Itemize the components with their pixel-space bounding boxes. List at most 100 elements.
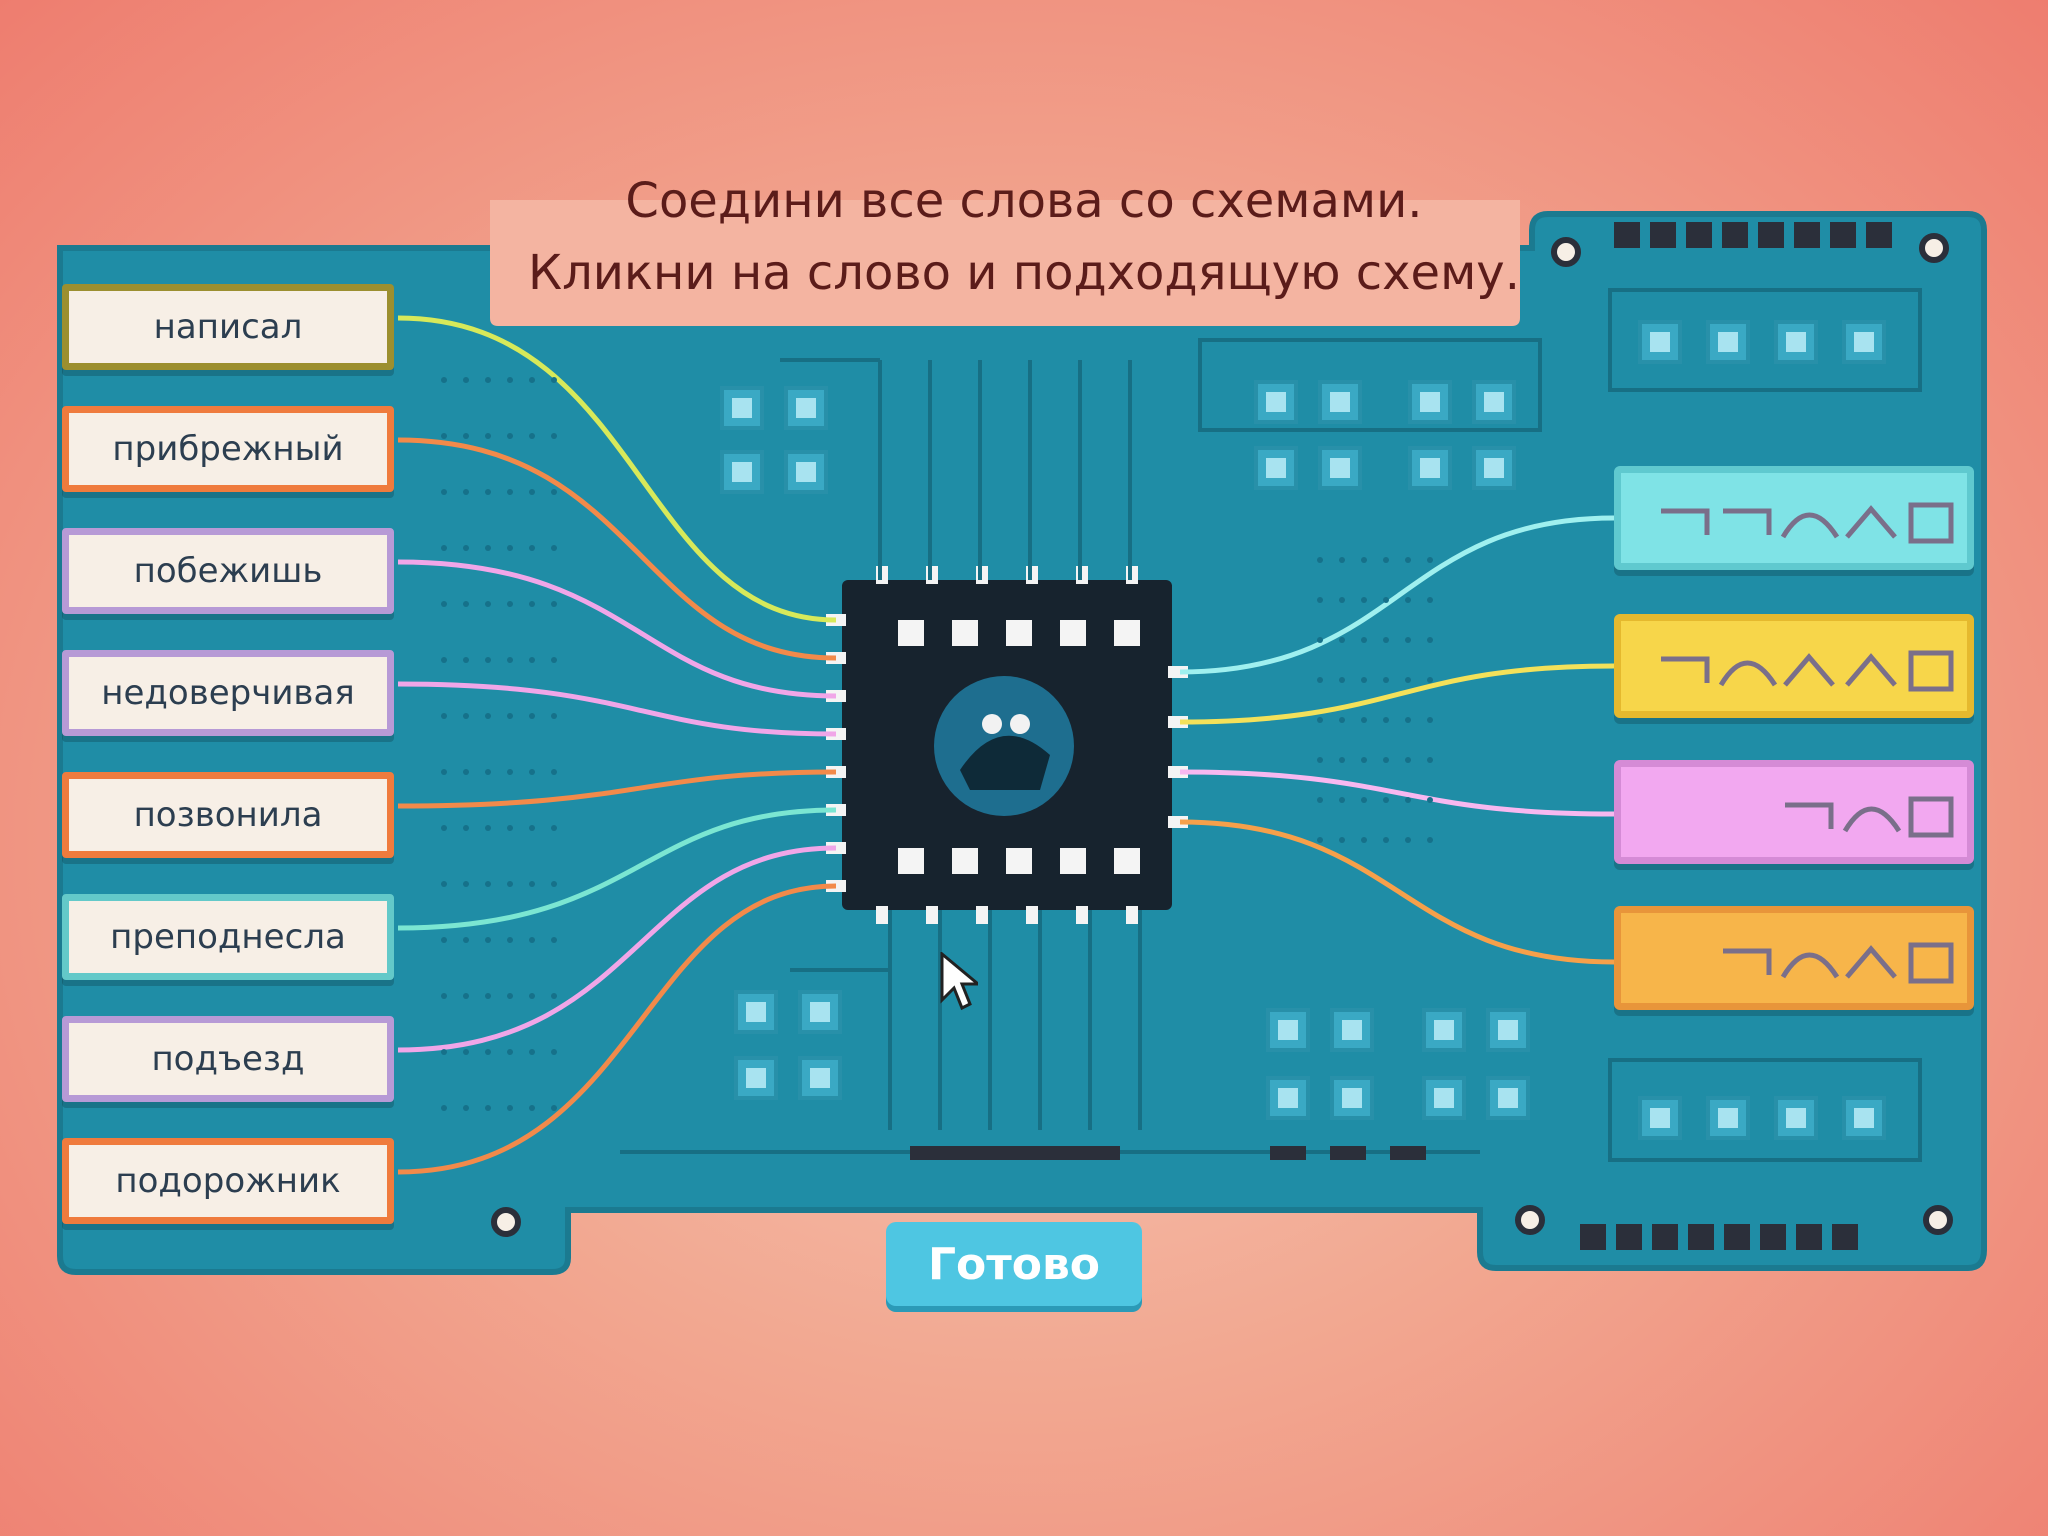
board-dot: [441, 881, 447, 887]
connection-wire: [397, 883, 837, 1175]
word-card-nedoverchivaya[interactable]: недоверчивая: [62, 650, 394, 736]
board-dot: [1427, 637, 1433, 643]
board-dot: [1339, 557, 1345, 563]
board-pad: [1472, 380, 1516, 424]
board-dot: [1361, 837, 1367, 843]
board-dot: [463, 433, 469, 439]
board-pad: [1266, 1008, 1310, 1052]
suffix-mark: [1783, 653, 1835, 687]
suffix-mark: [1845, 653, 1897, 687]
scheme-card-3[interactable]: [1614, 760, 1974, 864]
board-dot: [1383, 597, 1389, 603]
board-pad-center: [1498, 1020, 1518, 1040]
board-dot: [1317, 797, 1323, 803]
board-dot: [551, 993, 557, 999]
board-dot: [1405, 637, 1411, 643]
board-dot: [463, 713, 469, 719]
board-dot: [507, 433, 513, 439]
word-card-pozvonila[interactable]: позвонила: [62, 772, 394, 858]
board-dot: [441, 433, 447, 439]
board-pad: [784, 450, 828, 494]
connection-wire: [1179, 515, 1615, 675]
chip-pin: [926, 906, 938, 924]
board-pad-center: [1718, 332, 1738, 352]
board-dot: [1405, 837, 1411, 843]
chip-pin: [1126, 906, 1138, 924]
chip-pin: [1168, 716, 1188, 728]
ending-mark: [1908, 796, 1954, 838]
word-card-podorozhnik[interactable]: подорожник: [62, 1138, 394, 1224]
board-dot: [551, 1049, 557, 1055]
board-dot: [1317, 757, 1323, 763]
board-pad-center: [1484, 392, 1504, 412]
board-pad-center: [1786, 332, 1806, 352]
board-dot: [507, 713, 513, 719]
chip-pin: [976, 906, 988, 924]
board-dot: [1405, 557, 1411, 563]
scheme-card-1[interactable]: [1614, 466, 1974, 570]
board-dot: [1339, 757, 1345, 763]
board-dot: [551, 825, 557, 831]
chip-pad: [1006, 848, 1032, 874]
board-traces: [620, 288, 1922, 1162]
prefix-mark: [1661, 656, 1710, 683]
board-dot: [1317, 597, 1323, 603]
board-pad-center: [1650, 1108, 1670, 1128]
board-dot: [463, 601, 469, 607]
chip-pad: [1114, 848, 1140, 874]
board-dot: [485, 545, 491, 551]
board-dot: [485, 993, 491, 999]
board-pad-center: [1420, 392, 1440, 412]
instruction-line-1: Соедини все слова со схемами.: [625, 173, 1423, 229]
scheme-card-2[interactable]: [1614, 614, 1974, 718]
board-dot: [529, 377, 535, 383]
board-holes: [491, 233, 1953, 1237]
word-card-pobezhish[interactable]: побежишь: [62, 528, 394, 614]
ending-mark: [1908, 942, 1954, 984]
board-dot: [441, 769, 447, 775]
board-pad-center: [1854, 332, 1874, 352]
board-dot: [1317, 837, 1323, 843]
board-dot: [1427, 757, 1433, 763]
board-dot: [463, 993, 469, 999]
board-dot: [1317, 557, 1323, 563]
board-pad-center: [1330, 458, 1350, 478]
prefix-mark: [1785, 802, 1834, 829]
board-dot: [529, 601, 535, 607]
processor-chip: [842, 580, 1172, 910]
board-notch: [490, 200, 1520, 326]
board-pads: [441, 320, 1886, 1140]
board-dot: [1427, 597, 1433, 603]
board-dot: [1361, 717, 1367, 723]
chip-pad: [1060, 620, 1086, 646]
board-dot: [529, 1105, 535, 1111]
board-pad: [1408, 380, 1452, 424]
board-dot: [1427, 677, 1433, 683]
instructions: Соедини все слова со схемами. Кликни на …: [0, 165, 2048, 309]
board-pad-center: [810, 1068, 830, 1088]
ready-button[interactable]: Готово: [886, 1222, 1142, 1306]
board-dot: [529, 713, 535, 719]
board-pad-center: [1650, 332, 1670, 352]
board-dot: [1317, 677, 1323, 683]
board-pad-center: [1498, 1088, 1518, 1108]
prefix-mark: [1723, 508, 1772, 535]
connection-wire: [397, 437, 837, 661]
board-dot: [529, 881, 535, 887]
word-card-prepodnesla[interactable]: преподнесла: [62, 894, 394, 980]
board-dot: [551, 433, 557, 439]
word-card-podezd[interactable]: подъезд: [62, 1016, 394, 1102]
board-dot: [1361, 757, 1367, 763]
chip-pad: [952, 848, 978, 874]
board-dot: [551, 545, 557, 551]
board-dot: [507, 489, 513, 495]
board-pad-center: [1342, 1020, 1362, 1040]
morpheme-scheme-icon: [1785, 796, 1954, 838]
word-card-napisal[interactable]: написал: [62, 284, 394, 370]
scheme-card-4[interactable]: [1614, 906, 1974, 1010]
word-card-pribrezhny[interactable]: прибрежный: [62, 406, 394, 492]
prefix-mark: [1723, 948, 1772, 975]
board-dot: [551, 769, 557, 775]
board-dot: [1383, 757, 1389, 763]
connection-wire: [397, 315, 837, 623]
